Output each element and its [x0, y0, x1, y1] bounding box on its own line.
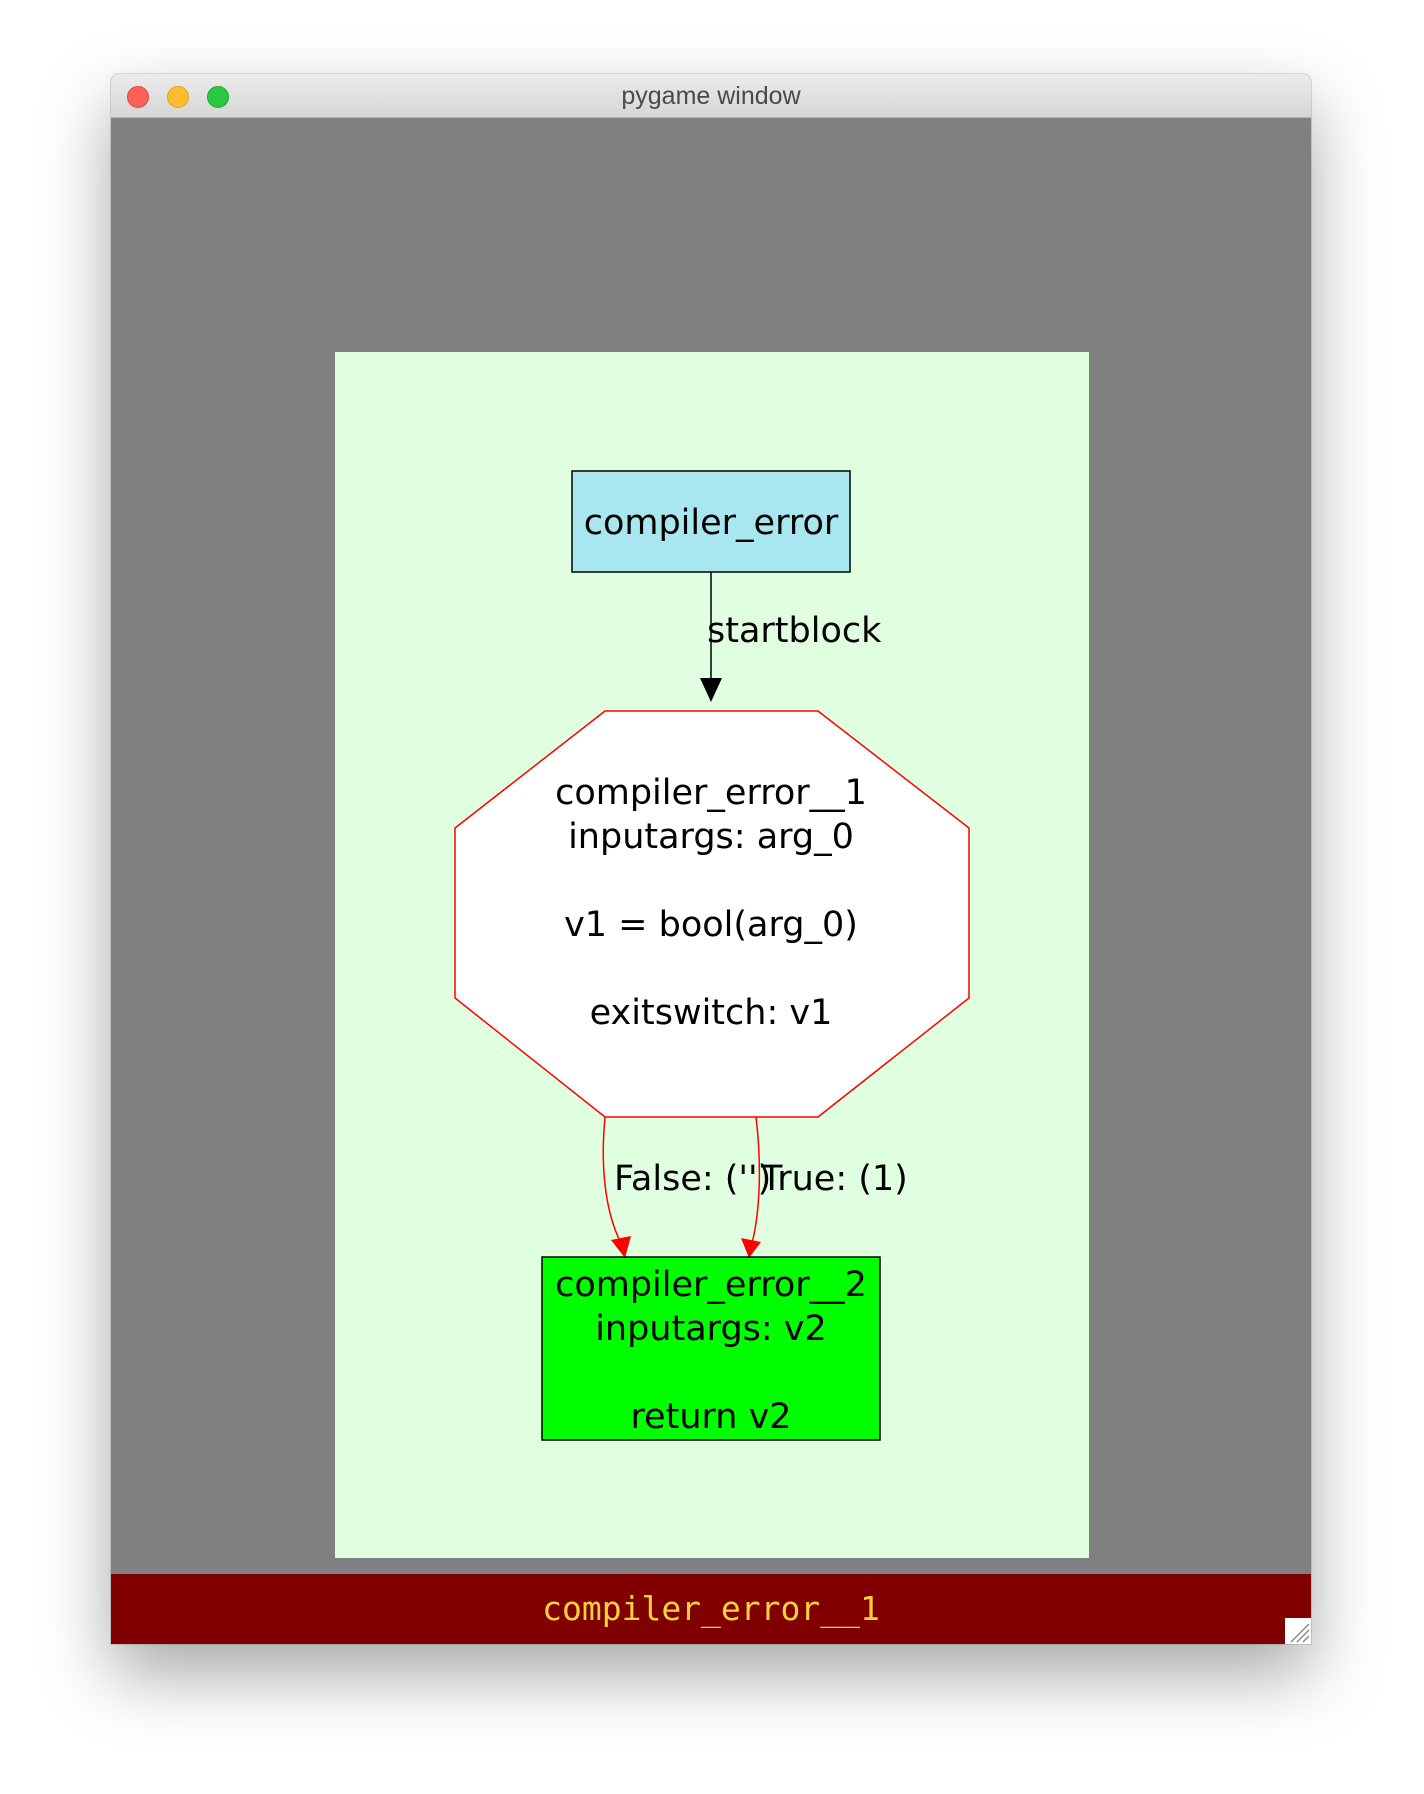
pygame-window: pygame window compiler_error startb [111, 74, 1311, 1644]
graph-canvas[interactable]: compiler_error startblock compiler_error… [111, 118, 1311, 1574]
startblock-edge[interactable]: startblock [700, 572, 882, 702]
block1-line-4: v1 = bool(arg_0) [564, 905, 858, 945]
resize-grip-glyph [1290, 1623, 1310, 1643]
window-title: pygame window [621, 82, 801, 110]
true-edge-label: True: (1) [760, 1159, 908, 1199]
resize-grip-icon[interactable] [1285, 1618, 1311, 1644]
true-edge[interactable]: True: (1) [741, 1116, 908, 1258]
minimize-icon[interactable] [167, 86, 189, 108]
zoom-icon[interactable] [207, 86, 229, 108]
false-edge-arrowhead-icon [611, 1236, 631, 1258]
block2-node[interactable]: compiler_error__2 inputargs: v2 return v… [541, 1256, 881, 1441]
block2-line-1: compiler_error__2 [555, 1265, 867, 1305]
startblock-arrowhead-icon [700, 678, 722, 702]
close-icon[interactable] [127, 86, 149, 108]
title-bar[interactable]: pygame window [111, 74, 1311, 118]
start-node[interactable]: compiler_error [571, 470, 851, 573]
status-bar: compiler_error__1 [111, 1574, 1311, 1644]
false-edge-label: False: ('') [614, 1159, 771, 1199]
start-node-box [571, 470, 851, 573]
false-edge[interactable]: False: ('') [602, 1116, 771, 1258]
true-edge-arrowhead-icon [741, 1238, 761, 1258]
block2-line-4: return v2 [630, 1397, 791, 1437]
false-edge-curve [602, 1116, 622, 1244]
block2-box [541, 1256, 881, 1441]
startblock-edge-label: startblock [707, 611, 882, 651]
status-text: compiler_error__1 [542, 1589, 880, 1628]
block1-line-6: exitswitch: v1 [590, 993, 833, 1033]
block2-line-2: inputargs: v2 [595, 1309, 827, 1349]
block1-line-1: compiler_error__1 [555, 773, 867, 813]
start-node-label: compiler_error [584, 503, 839, 543]
block1-node[interactable]: compiler_error__1 inputargs: arg_0 v1 = … [454, 710, 970, 1118]
block1-line-2: inputargs: arg_0 [568, 817, 854, 857]
block1-octagon [454, 710, 970, 1118]
flow-graph: compiler_error startblock compiler_error… [335, 352, 1089, 1558]
true-edge-curve [751, 1116, 761, 1244]
